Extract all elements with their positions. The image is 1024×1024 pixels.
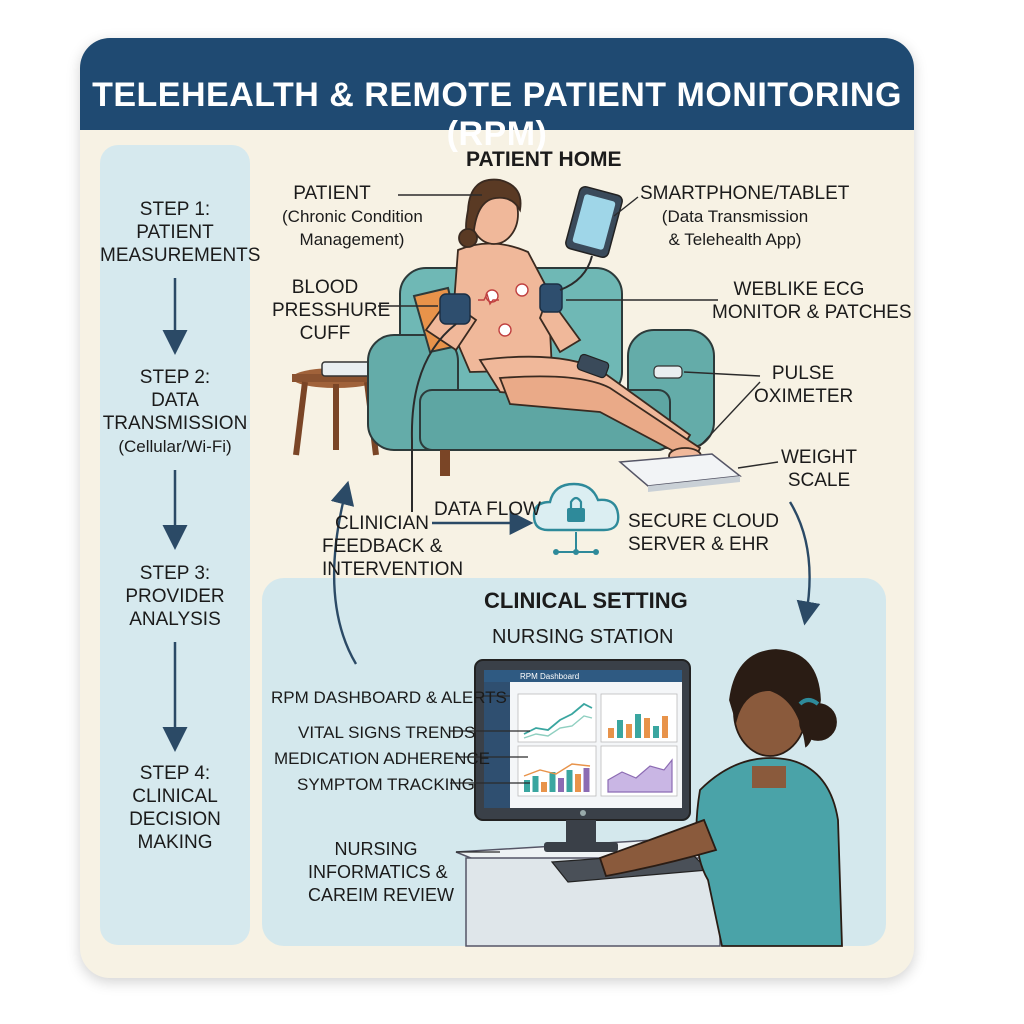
bar	[635, 714, 641, 738]
smartphone-icon	[559, 185, 623, 291]
ecg-label-line: WEBLIKE ECG	[733, 279, 865, 300]
smartphone-label: SMARTPHONE/TABLET (Data Transmission & T…	[640, 182, 850, 251]
feedback-label-line: FEEDBACK &	[322, 536, 443, 557]
alerts-bar-chart	[608, 714, 668, 738]
home-section-title: PATIENT HOME	[466, 148, 622, 171]
bar	[626, 724, 632, 738]
step-4: STEP 4: CLINICAL DECISION MAKING	[100, 762, 250, 854]
trend-line	[523, 763, 591, 777]
bar	[644, 718, 650, 738]
scale-label: WEIGHT SCALE	[776, 446, 862, 492]
bp-cuff-label-line: BLOOD	[291, 277, 359, 298]
screen-header: RPM Dashboard	[520, 672, 579, 681]
step-3-label-line: ANALYSIS	[129, 609, 221, 630]
side-table-icon	[292, 361, 380, 456]
ecg-patch-icon	[478, 283, 529, 337]
step-2-subtitle: (Cellular/Wi-Fi)	[118, 437, 232, 456]
feedback-arrow-icon	[330, 480, 358, 665]
cloud-label: SECURE CLOUD SERVER & EHR	[628, 510, 779, 556]
bar	[608, 728, 614, 738]
patient-label: PATIENT (Chronic Condition Management)	[282, 182, 423, 251]
smartphone-label-line: (Data Transmission	[661, 207, 809, 226]
bar	[549, 772, 556, 792]
step-1: STEP 1: PATIENT MEASUREMENTS	[100, 198, 261, 267]
bp-cuff-icon	[410, 283, 563, 512]
bar	[541, 782, 547, 792]
pulse-oximeter-icon	[576, 353, 683, 379]
patient-label-line: PATIENT	[293, 183, 371, 204]
bar	[558, 778, 564, 792]
symptom-label: SYMPTOM TRACKING	[297, 775, 475, 794]
medication-label: MEDICATION ADHERENCE	[274, 749, 490, 768]
data-flow-label: DATA FLOW	[434, 499, 541, 520]
step-1-label-line: PATIENT	[136, 222, 214, 243]
leader-lines	[378, 194, 779, 469]
ecg-label-line: MONITOR & PATCHES	[712, 302, 912, 323]
trend-line	[523, 702, 593, 735]
step-4-label-line: CLINICAL	[132, 786, 218, 807]
informatics-label-line: NURSING	[334, 839, 418, 859]
cloud-label-line: SECURE CLOUD	[628, 511, 779, 532]
feedback-label: CLINICIAN FEEDBACK & INTERVENTION	[322, 512, 464, 581]
bar	[566, 770, 573, 792]
bar	[662, 716, 668, 738]
step-2-label-line: TRANSMISSION	[102, 413, 248, 434]
cloud-to-clinic-arrow-icon	[788, 501, 821, 626]
bar	[524, 780, 530, 792]
weight-scale-icon	[618, 453, 742, 492]
symptom-area-chart	[607, 758, 673, 793]
bar	[575, 774, 581, 792]
cloud-label-line: SERVER & EHR	[628, 534, 770, 555]
dashboard-label: RPM DASHBOARD & ALERTS	[271, 688, 507, 707]
step-2-label-line: DATA	[151, 390, 199, 411]
bp-cuff-label-line: CUFF	[299, 323, 351, 344]
oximeter-label-line: OXIMETER	[754, 386, 854, 407]
step-2-number: STEP 2:	[139, 367, 211, 388]
smartphone-label-line: & Telehealth App)	[668, 230, 802, 249]
area	[607, 758, 673, 793]
informatics-label-line: CAREIM REVIEW	[308, 885, 455, 905]
bp-cuff-label-line: PRESSHURE	[272, 300, 391, 321]
cloud-lock-icon	[532, 482, 620, 555]
data-flow-arrows	[330, 480, 821, 665]
bar	[532, 776, 539, 792]
patient-label-line: (Chronic Condition	[282, 207, 423, 226]
vitals-trend-chart	[523, 702, 593, 739]
smartphone-label-line: SMARTPHONE/TABLET	[640, 183, 850, 204]
nurse-figure	[598, 649, 843, 947]
feedback-label-line: CLINICIAN	[335, 513, 429, 534]
oximeter-label-line: PULSE	[771, 363, 835, 384]
scale-label-line: WEIGHT	[781, 447, 857, 468]
step-3-number: STEP 3:	[139, 563, 211, 584]
page-title: TELEHEALTH & REMOTE PATIENT MONITORING (…	[92, 76, 902, 153]
scale-label-line: SCALE	[787, 470, 851, 491]
step-3: STEP 3: PROVIDER ANALYSIS	[100, 562, 250, 631]
patient-label-line: Management)	[299, 230, 405, 249]
oximeter-label: PULSE OXIMETER	[754, 362, 854, 408]
ecg-label: WEBLIKE ECG MONITOR & PATCHES	[712, 278, 912, 324]
nursing-station-title: NURSING STATION	[492, 626, 674, 648]
bar	[617, 720, 623, 738]
bar	[583, 768, 590, 792]
clinical-section-title: CLINICAL SETTING	[484, 588, 688, 613]
bar	[653, 726, 659, 738]
informatics-label-line: INFORMATICS &	[308, 862, 448, 882]
bp-cuff-label: BLOOD PRESSHURE CUFF	[272, 276, 391, 345]
trend-line	[523, 715, 593, 739]
step-3-label-line: PROVIDER	[125, 586, 225, 607]
feedback-label-line: INTERVENTION	[322, 559, 464, 580]
step-4-label-line: DECISION	[129, 809, 221, 830]
step-2: STEP 2: DATA TRANSMISSION (Cellular/Wi-F…	[100, 366, 250, 458]
adherence-bar-chart	[523, 763, 591, 792]
clinical-leader-lines	[450, 695, 530, 853]
step-4-number: STEP 4:	[139, 763, 211, 784]
step-1-label-line: MEASUREMENTS	[100, 245, 261, 266]
step-4-label-line: MAKING	[137, 832, 213, 853]
step-1-number: STEP 1:	[139, 199, 211, 220]
vitals-label: VITAL SIGNS TRENDS	[298, 723, 476, 742]
title-banner	[80, 38, 914, 130]
informatics-label: NURSING INFORMATICS & CAREIM REVIEW	[308, 838, 455, 907]
